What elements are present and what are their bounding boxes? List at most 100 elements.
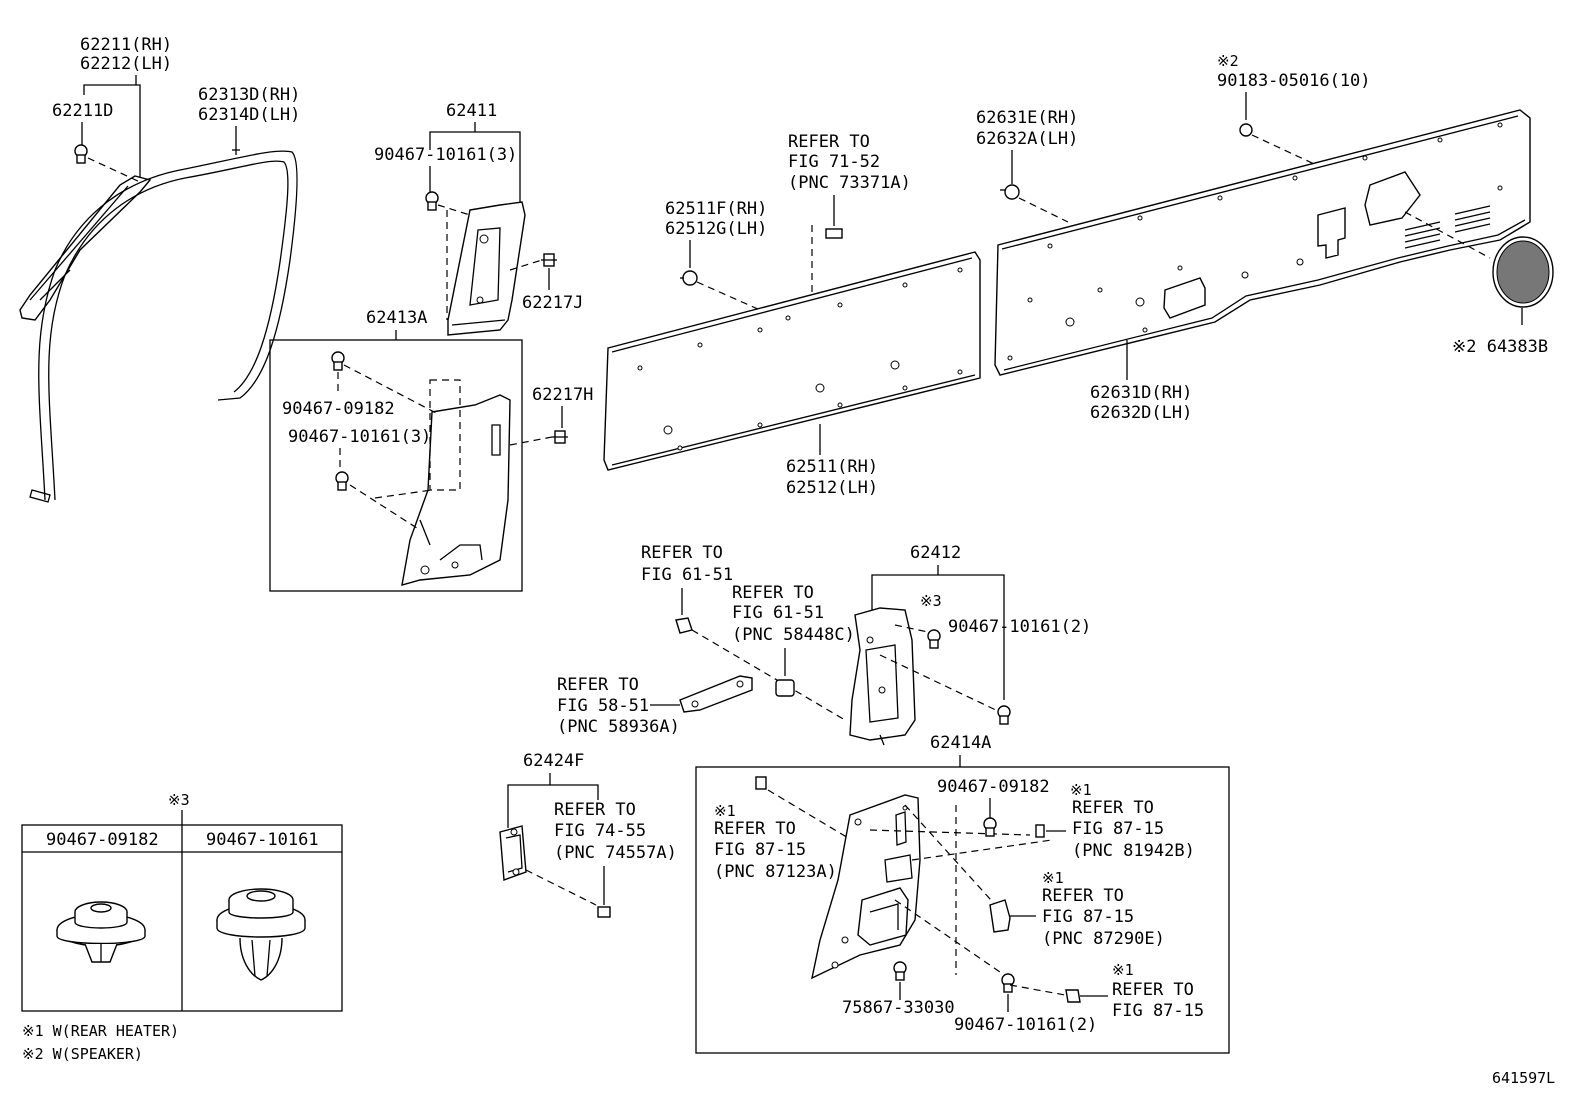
box-62413a: [269, 339, 523, 592]
label-note1-d: ※1: [1112, 961, 1134, 979]
clip-90467-10161-c: [927, 629, 941, 649]
footnote-rear-heater: ※1 W(REAR HEATER): [22, 1022, 179, 1040]
footnote-speaker: ※2 W(SPEAKER): [22, 1045, 143, 1063]
callout-75867: 75867-33030: [842, 961, 955, 1018]
clip-illustration-90467-10161: [216, 888, 306, 981]
callout-fig-71-52: REFER TO FIG 71-52 (PNC 73371A): [788, 132, 911, 338]
label-62411: 62411: [446, 101, 497, 121]
label-refer-8715a-1: REFER TO: [714, 819, 796, 839]
label-62412: 62412: [910, 543, 961, 563]
callout-fig-61-51-b: REFER TO FIG 61-51 (PNC 58448C): [732, 583, 855, 697]
callout-62211: 62211(RH) 62212(LH) 62211D: [52, 35, 172, 178]
label-62414a: 62414A: [930, 733, 991, 753]
clip-illustration-90467-09182: [56, 901, 146, 963]
label-refer-7455-3: (PNC 74557A): [554, 843, 677, 863]
label-90467-10161-3a: 90467-10161(3): [374, 145, 517, 165]
clip-90467-10161-b: [335, 471, 349, 491]
label-refer-7152-3: (PNC 73371A): [788, 173, 911, 193]
callout-62631e: 62631E(RH) 62632A(LH): [976, 108, 1078, 223]
vent-slots-a: [1404, 205, 1491, 249]
label-62511-rh: 62511(RH): [786, 457, 878, 477]
label-62212-lh: 62212(LH): [80, 54, 172, 74]
label-note1-c: ※1: [1042, 869, 1064, 887]
label-refer-6151-b2: FIG 61-51: [732, 603, 824, 623]
label-refer-8715b-2: FIG 87-15: [1072, 819, 1164, 839]
callout-62511: 62511(RH) 62512(LH): [786, 424, 878, 498]
label-refer-8715d-2: FIG 87-15: [1112, 1001, 1204, 1021]
door-opening-weatherstrip: [29, 150, 298, 503]
label-refer-6151-a1: REFER TO: [641, 543, 723, 563]
label-refer-6151-b3: (PNC 58448C): [732, 625, 855, 645]
label-refer-8715c-3: (PNC 87290E): [1042, 929, 1165, 949]
label-90467-10161-3b: 90467-10161(3): [288, 427, 431, 447]
label-62424f: 62424F: [523, 751, 584, 771]
label-note3-a: ※3: [920, 592, 942, 610]
label-refer-8715c-1: REFER TO: [1042, 886, 1124, 906]
label-refer-6151-b1: REFER TO: [732, 583, 814, 603]
label-refer-8715b-3: (PNC 81942B): [1072, 841, 1195, 861]
label-refer-5851-1: REFER TO: [557, 675, 639, 695]
label-note1-a: ※1: [714, 802, 736, 820]
front-pillar-garnish: [19, 175, 152, 321]
bracket-62424f: [499, 825, 527, 881]
label-90467-10161-2b: 90467-10161(2): [954, 1015, 1097, 1035]
callout-90183: ※2 90183-05016(10): [1217, 52, 1371, 191]
callout-90467-09182-b: 90467-09182: [937, 777, 1050, 837]
label-refer-8715d-1: REFER TO: [1112, 980, 1194, 1000]
label-62512-lh: 62512(LH): [786, 478, 878, 498]
rear-quarter-trim-panel: [994, 109, 1531, 376]
label-62631d-rh: 62631D(RH): [1090, 383, 1192, 403]
label-refer-6151-a2: FIG 61-51: [641, 565, 733, 585]
label-90467-10161-2a: 90467-10161(2): [948, 617, 1091, 637]
label-62217h: 62217H: [532, 385, 593, 405]
callout-fig-87-15-a: ※1 REFER TO FIG 87-15 (PNC 87123A): [714, 776, 861, 882]
label-note3-b: ※3: [168, 791, 190, 809]
label-62632a-lh: 62632A(LH): [976, 129, 1078, 149]
clip-90467-10161-d: [997, 705, 1011, 725]
clip-62211d: [74, 144, 88, 164]
label-refer-8715b-1: REFER TO: [1072, 798, 1154, 818]
quarter-pillar-lower-garnish-62414a: [811, 794, 921, 980]
label-62217j: 62217J: [522, 293, 583, 313]
callout-62313d: 62313D(RH) 62314D(LH): [198, 85, 300, 155]
label-62632d-lh: 62632D(LH): [1090, 403, 1192, 423]
callout-62631d: 62631D(RH) 62632D(LH): [1090, 340, 1192, 423]
callout-fig-87-15-c: ※1 REFER TO FIG 87-15 (PNC 87290E): [989, 869, 1165, 949]
label-refer-5851-2: FIG 58-51: [557, 696, 649, 716]
label-90467-09182-b: 90467-09182: [937, 777, 1050, 797]
label-90183-05016: 90183-05016(10): [1217, 71, 1371, 91]
label-refer-5851-3: (PNC 58936A): [557, 717, 680, 737]
label-refer-8715c-2: FIG 87-15: [1042, 907, 1134, 927]
label-62211-rh: 62211(RH): [80, 35, 172, 55]
label-62512g-lh: 62512G(LH): [665, 219, 767, 239]
legend-col1-header: 90467-09182: [46, 830, 159, 850]
label-refer-8715a-2: FIG 87-15: [714, 840, 806, 860]
callout-fig-87-15-b: ※1 REFER TO FIG 87-15 (PNC 81942B): [1035, 781, 1195, 861]
callout-90467-10161-2b: 90467-10161(2): [954, 973, 1097, 1035]
quarter-pillar-garnish-62412: [849, 607, 916, 746]
label-refer-7455-1: REFER TO: [554, 800, 636, 820]
clip-62217j: [541, 253, 557, 267]
clip-legend-table: 90467-09182 90467-10161: [21, 824, 343, 1012]
label-62314d-lh: 62314D(LH): [198, 105, 300, 125]
label-62313d-rh: 62313D(RH): [198, 85, 300, 105]
callout-62511f: 62511F(RH) 62512G(LH): [665, 199, 767, 311]
label-62413a: 62413A: [366, 308, 427, 328]
legend-col2-header: 90467-10161: [206, 830, 319, 850]
label-refer-7455-2: FIG 74-55: [554, 821, 646, 841]
label-note2-top: ※2: [1217, 52, 1239, 70]
callout-62412: 62412 ※3 90467-10161(2): [871, 543, 1091, 700]
label-note1-b: ※1: [1070, 781, 1092, 799]
diagram-id: 641597L: [1492, 1069, 1555, 1087]
clip-90467-10161-a: [425, 191, 439, 211]
speaker-grille-64383b: [1492, 236, 1554, 308]
label-64383b: ※2 64383B: [1452, 337, 1548, 357]
quarter-trim-panel-upper: [603, 251, 981, 471]
label-62631e-rh: 62631E(RH): [976, 108, 1078, 128]
callout-fig-87-15-d: ※1 REFER TO FIG 87-15: [1065, 961, 1204, 1021]
center-pillar-upper-garnish: [447, 201, 526, 336]
label-90467-09182-a: 90467-09182: [282, 399, 395, 419]
callout-62411: 62411 90467-10161(3): [374, 101, 521, 205]
clip-90467-09182-a: [331, 351, 345, 371]
